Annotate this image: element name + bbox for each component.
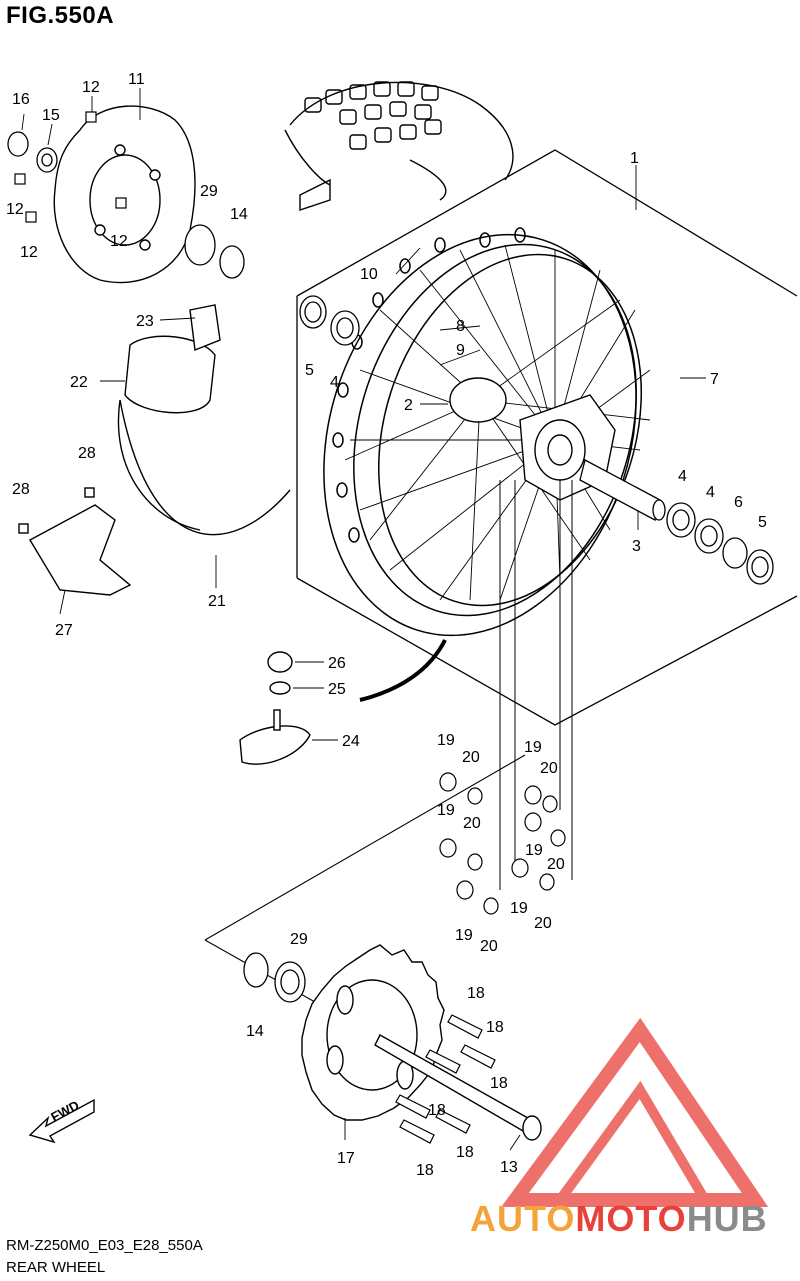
callout-4a: 4 [678, 468, 687, 485]
brake-disc [53, 105, 196, 284]
callout-11: 11 [128, 71, 145, 88]
disc-nut-washer [7, 131, 58, 173]
collar-seal-lower [243, 952, 306, 1003]
watermark-text: AUTOMOTOHUB [470, 1198, 768, 1240]
watermark-part-1: AUTO [470, 1198, 576, 1239]
watermark-logo-icon [501, 1017, 769, 1207]
callout-1: 1 [630, 150, 639, 167]
callout-25: 25 [328, 681, 346, 698]
callout-29a: 29 [200, 183, 218, 200]
tire-tread-pattern [304, 81, 442, 150]
callout-28b: 28 [12, 481, 30, 498]
callout-15: 15 [42, 107, 60, 124]
callout-5a: 5 [305, 362, 314, 379]
wheel-rim [323, 227, 643, 637]
callout-2: 2 [404, 397, 413, 414]
spoke-guide-lines [499, 480, 573, 890]
figure-name: REAR WHEEL [6, 1259, 106, 1276]
callout-14b: 14 [246, 1023, 264, 1040]
bearings-seals-right [666, 502, 774, 585]
callout-3: 3 [632, 538, 641, 555]
rear-axle [374, 1034, 542, 1141]
callout-9: 9 [456, 342, 465, 359]
callout-26: 26 [328, 655, 346, 672]
callout-20e: 20 [480, 938, 498, 955]
callout-12c: 12 [20, 244, 38, 261]
callout-4c: 4 [330, 374, 339, 391]
callout-12d: 12 [110, 233, 128, 250]
callout-28a: 28 [78, 445, 96, 462]
callout-12a: 12 [82, 79, 100, 96]
wheel-hub [449, 377, 616, 501]
callout-18a: 18 [467, 985, 485, 1002]
callout-20f: 20 [534, 915, 552, 932]
callout-10: 10 [360, 266, 378, 283]
rim-band [117, 304, 291, 536]
fwd-arrow-icon: FWD [28, 1098, 95, 1144]
callout-17: 17 [337, 1150, 355, 1167]
callout-19d: 19 [525, 842, 543, 859]
rim-lock-strip [359, 639, 447, 702]
callout-19e: 19 [510, 900, 528, 917]
watermark-part-3: HUB [686, 1198, 768, 1239]
callout-18d: 18 [428, 1102, 446, 1119]
callout-20d: 20 [547, 856, 565, 873]
callout-23: 23 [136, 313, 154, 330]
callout-20c: 20 [463, 815, 481, 832]
bearings-seals-left [299, 295, 360, 346]
callout-16: 16 [12, 91, 30, 108]
callout-18f: 18 [416, 1162, 434, 1179]
callout-4b: 4 [706, 484, 715, 501]
spoke-nuts-washers [439, 772, 566, 915]
spoke-nipple-holes [332, 227, 526, 543]
callout-8: 8 [456, 318, 465, 335]
leader-lines [21, 88, 706, 1151]
callout-12b: 12 [6, 201, 24, 218]
callout-19a: 19 [437, 732, 455, 749]
callout-6: 6 [734, 494, 743, 511]
callout-20b: 20 [540, 760, 558, 777]
callout-20a: 20 [462, 749, 480, 766]
callout-7: 7 [710, 371, 719, 388]
callout-29b: 29 [290, 931, 308, 948]
callout-13: 13 [500, 1159, 518, 1176]
disc-bolts [14, 111, 127, 223]
figure-code: RM-Z250M0_E03_E28_550A [6, 1237, 203, 1254]
callout-19c: 19 [437, 802, 455, 819]
fig-title: FIG.550A [6, 2, 115, 29]
watermark-part-2: MOTO [575, 1198, 687, 1239]
sprocket-bolts [395, 1014, 496, 1144]
wheel-assembly-box [296, 149, 798, 726]
callout-19b: 19 [524, 739, 542, 756]
chain-guard [18, 487, 132, 596]
tire [284, 81, 514, 211]
callout-27: 27 [55, 622, 73, 639]
callout-19f: 19 [455, 927, 473, 944]
callout-18b: 18 [486, 1019, 504, 1036]
callout-labels: 1 2 3 4 4 4 5 5 6 7 8 9 10 11 12 12 12 1… [6, 71, 767, 1179]
callout-21: 21 [208, 593, 226, 610]
callout-18e: 18 [456, 1144, 474, 1161]
callout-24: 24 [342, 733, 360, 750]
callout-5b: 5 [758, 514, 767, 531]
hub-axle-spacer [579, 459, 666, 521]
callout-14a: 14 [230, 206, 248, 223]
collar-seal-left [184, 224, 245, 279]
callout-22: 22 [70, 374, 88, 391]
inner-tube-valve [239, 651, 311, 765]
callout-18c: 18 [490, 1075, 508, 1092]
sprocket [301, 944, 445, 1121]
